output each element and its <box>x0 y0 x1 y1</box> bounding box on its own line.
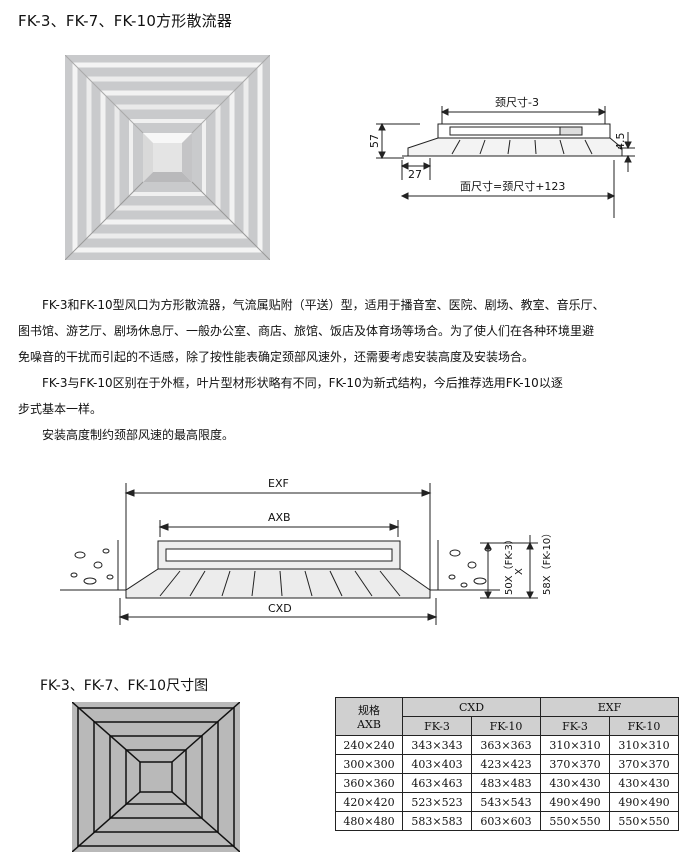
description: FK-3和FK-10型风口为方形散流器，气流属贴附（平送）型，适用于播音室、医院… <box>18 292 683 448</box>
table-row: 480×480 583×583 603×603 550×550 550×550 <box>335 811 679 831</box>
neck-dim-label: 颈尺寸-3 <box>495 95 539 109</box>
sub-header: FK-3 <box>402 716 472 736</box>
table-cell: 490×490 <box>609 792 679 812</box>
fk10-height-label: 58X（FK-10） <box>541 528 553 595</box>
table-cell: 490×490 <box>540 792 610 812</box>
table-row: 300×300 403×403 423×423 370×370 370×370 <box>335 754 679 774</box>
table-cell: 363×363 <box>471 735 541 755</box>
table-cell: 583×583 <box>402 811 472 831</box>
table-cell: 430×430 <box>609 773 679 793</box>
table-cell: 300×300 <box>335 754 403 774</box>
table-row: 240×240 343×343 363×363 310×310 310×310 <box>335 735 679 755</box>
table-cell: 603×603 <box>471 811 541 831</box>
para-line: 免噪音的干扰而引起的不适感，除了按性能表确定颈部风速外，还需要考虑安装高度及安装… <box>18 350 535 364</box>
diffuser-plan-drawing <box>72 702 240 852</box>
table-cell: 343×343 <box>402 735 472 755</box>
table-cell: 523×523 <box>402 792 472 812</box>
para-line: 图书馆、游艺厅、剧场休息厅、一般办公室、商店、旅馆、饭店及体育场等场合。为了使人… <box>18 324 595 338</box>
table-cell: 420×420 <box>335 792 403 812</box>
para-line: 安装高度制约颈部风速的最高限度。 <box>42 428 235 442</box>
spec-label-axb: AXB <box>357 718 381 731</box>
sub-header: FK-3 <box>540 716 610 736</box>
table-cell: 543×543 <box>471 792 541 812</box>
table-row: 420×420 523×523 543×543 490×490 490×490 <box>335 792 679 812</box>
x-label: X <box>514 568 525 575</box>
para-line: FK-3和FK-10型风口为方形散流器，气流属贴附（平送）型，适用于播音室、医院… <box>42 298 605 312</box>
table-cell: 550×550 <box>609 811 679 831</box>
height-45-label: 4.5 <box>614 133 627 151</box>
cxd-group-header: CXD <box>402 697 541 717</box>
table-cell: 240×240 <box>335 735 403 755</box>
axb-label: AXB <box>268 511 291 524</box>
table-cell: 423×423 <box>471 754 541 774</box>
exf-label: EXF <box>268 477 289 490</box>
fk3-height-label: 50X（FK-3） <box>503 534 515 595</box>
table-cell: 403×403 <box>402 754 472 774</box>
exf-group-header: EXF <box>540 697 679 717</box>
table-cell: 550×550 <box>540 811 610 831</box>
table-cell: 430×430 <box>540 773 610 793</box>
spec-header-cell: 规格 AXB <box>335 697 403 736</box>
sub-header: FK-10 <box>609 716 679 736</box>
sub-header: FK-10 <box>471 716 541 736</box>
table-cell: 360×360 <box>335 773 403 793</box>
table-cell: 310×310 <box>540 735 610 755</box>
table-cell: 480×480 <box>335 811 403 831</box>
width-27-label: 27 <box>408 168 422 181</box>
section-subtitle: FK-3、FK-7、FK-10尺寸图 <box>40 678 209 694</box>
para-line: 步式基本一样。 <box>18 402 103 416</box>
table-cell: 463×463 <box>402 773 472 793</box>
spec-label: 规格 <box>358 704 380 717</box>
face-dim-label: 面尺寸=颈尺寸+123 <box>460 179 565 193</box>
page-title: FK-3、FK-7、FK-10方形散流器 <box>18 12 233 30</box>
dimension-table: 规格 AXB CXD EXF FK-3 FK-10 FK-3 FK-10 240… <box>335 697 679 831</box>
cxd-label: CXD <box>268 602 292 615</box>
installation-diagram: EXF AXB CXD 50X（FK-3） X 58X（FK-10） <box>60 477 553 625</box>
table-cell: 483×483 <box>471 773 541 793</box>
height-57-label: 57 <box>368 134 381 148</box>
table-cell: 370×370 <box>540 754 610 774</box>
table-cell: 370×370 <box>609 754 679 774</box>
table-cell: 310×310 <box>609 735 679 755</box>
para-line: FK-3与FK-10区别在于外框，叶片型材形状略有不同，FK-10为新式结构，今… <box>42 376 563 390</box>
diffuser-photo <box>65 55 270 260</box>
section-diagram: 颈尺寸-3 57 4.5 27 面尺寸=颈尺寸+123 <box>368 95 635 218</box>
table-row: 360×360 463×463 483×483 430×430 430×430 <box>335 773 679 793</box>
